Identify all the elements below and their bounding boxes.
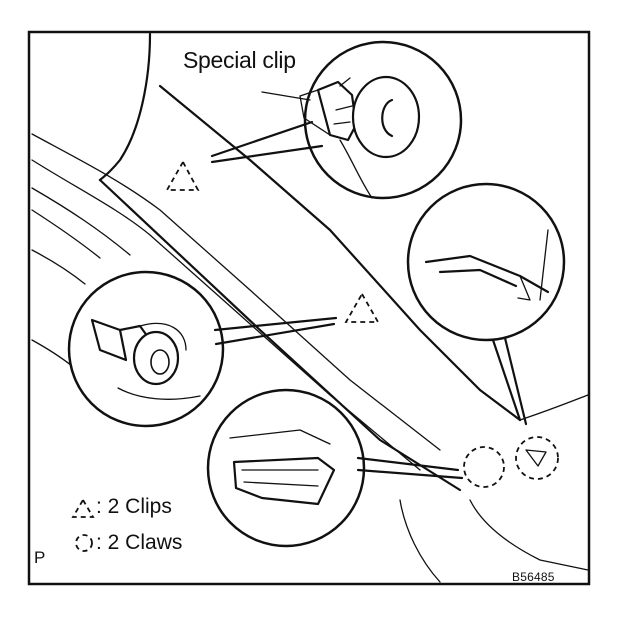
callout-clip-left bbox=[67, 270, 225, 428]
clip-marker-1 bbox=[165, 160, 200, 191]
legend-claws-label: : 2 Claws bbox=[96, 531, 183, 554]
special-clip-label: Special clip bbox=[183, 47, 296, 73]
figure-code: B56485 bbox=[512, 570, 555, 584]
legend-clips-label: : 2 Clips bbox=[96, 495, 172, 518]
corner-label: P bbox=[34, 548, 46, 567]
callout-leader-4 bbox=[356, 456, 464, 480]
legend-claws-text: 2 Claws bbox=[107, 531, 183, 554]
claw-marker-1 bbox=[463, 446, 505, 488]
callout-claw-lower bbox=[206, 388, 366, 548]
legend-circle-icon bbox=[75, 534, 93, 552]
callout-leader-3 bbox=[491, 336, 528, 426]
callout-special-clip bbox=[261, 40, 463, 200]
legend-triangle-icon bbox=[71, 498, 95, 518]
callout-leader-2 bbox=[213, 316, 338, 346]
clip-marker-2 bbox=[344, 292, 380, 323]
callout-claw-upper bbox=[406, 182, 566, 342]
claw-marker-2 bbox=[515, 436, 559, 480]
callout-leader-1 bbox=[210, 120, 324, 164]
legend-clips-text: 2 Clips bbox=[107, 495, 172, 518]
claw-detail-2 bbox=[525, 449, 547, 467]
